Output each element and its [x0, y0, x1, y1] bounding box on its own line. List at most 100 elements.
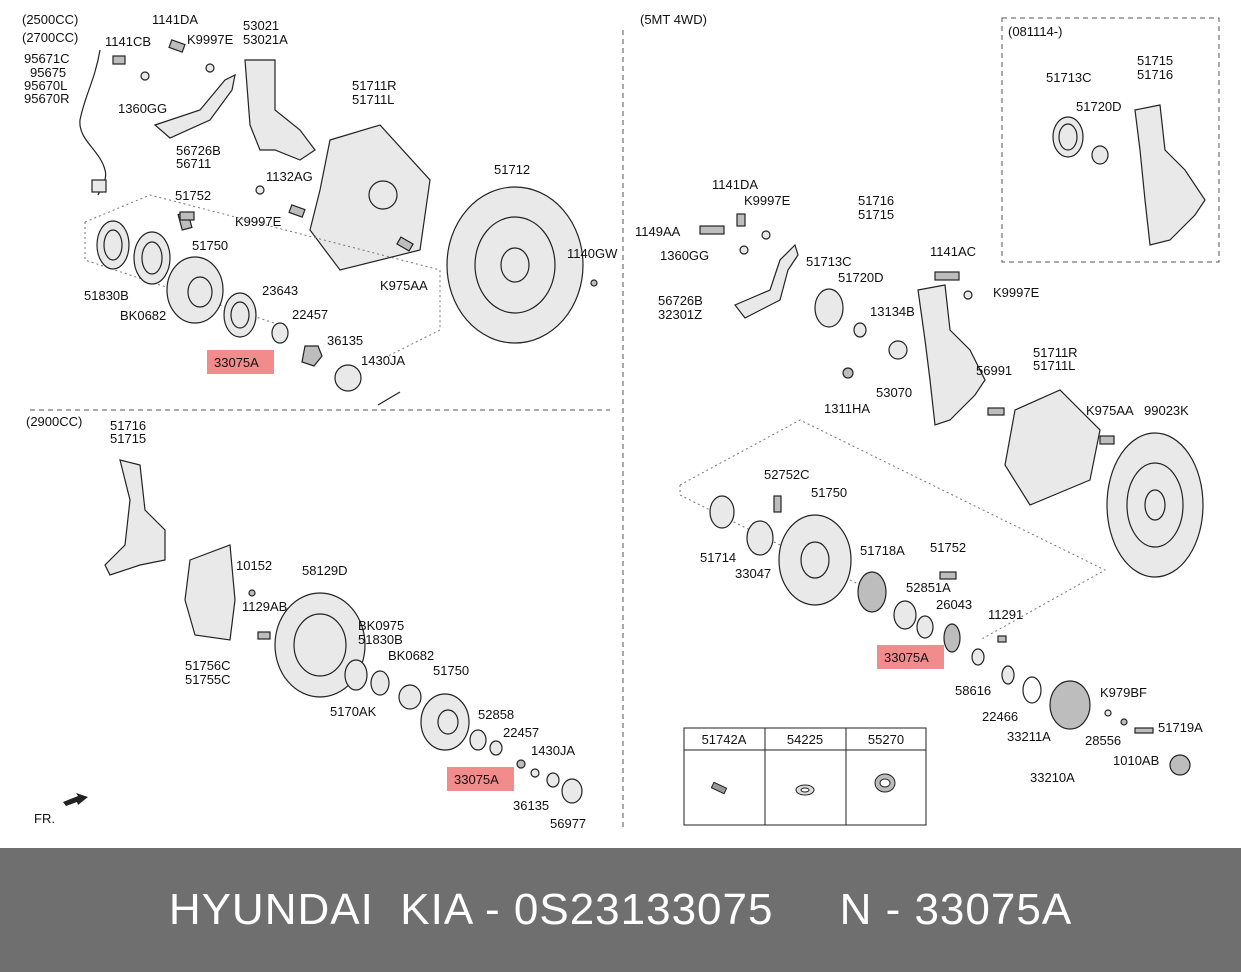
washer [761, 230, 771, 240]
part-label: 53070 [876, 385, 912, 400]
table-header: 54225 [787, 732, 823, 747]
section-label-5mt-4wd: (5MT 4WD) [640, 12, 707, 27]
highlighted-part-label: 33075A [454, 772, 499, 787]
wheel-hub-center [800, 541, 830, 579]
front-direction-indicator: FR. [34, 793, 88, 826]
brake-disc-hub [293, 613, 347, 677]
bolt [939, 571, 957, 580]
section-label-2500cc: (2500CC) [22, 12, 78, 27]
cotter-pin [377, 391, 401, 406]
screw [248, 589, 256, 597]
lock-cap [334, 364, 362, 392]
part-label: 51711L [352, 92, 394, 107]
part-label: 22457 [503, 725, 539, 740]
bottom-left-labels: 51716 51715 10152 58129D 1129AB BK0975 5… [110, 418, 586, 831]
oil-seal [96, 220, 130, 270]
part-label: 51750 [192, 238, 228, 253]
highlighted-part-label: 33075A [214, 355, 259, 370]
part-label: 51716 [110, 418, 146, 433]
nut [301, 345, 323, 367]
part-label: K9997E [993, 285, 1040, 300]
footer-part-number: HYUNDAI KIA - 0S23133075 N - 33075A [168, 885, 1073, 934]
part-label: 28556 [1085, 733, 1121, 748]
bolt [396, 236, 414, 252]
bearing-inner [141, 241, 163, 275]
part-label: 56977 [550, 816, 586, 831]
bearing [133, 231, 171, 285]
part-label: 58129D [302, 563, 348, 578]
wheel-hub-center [187, 276, 213, 308]
bolt [1099, 435, 1115, 445]
bushing [853, 322, 867, 338]
bolt [736, 213, 746, 227]
part-label: 51752 [175, 188, 211, 203]
brake-disc [274, 592, 366, 698]
bearing [398, 684, 422, 710]
part-label: 1141AC [930, 244, 976, 259]
part-label: 51720D [838, 270, 884, 285]
brake-disc [1106, 432, 1204, 578]
parts-diagram: (2500CC) (2700CC) (2900CC) (5MT 4WD) (08… [22, 12, 1220, 831]
part-label: 51713C [1046, 70, 1092, 85]
part-label: 11291 [988, 607, 1023, 622]
lock-washer [916, 615, 934, 639]
part-label: 1311HA [824, 401, 870, 416]
steering-arm [153, 73, 236, 139]
part-label: BK0682 [388, 648, 434, 663]
part-label: K975AA [380, 278, 428, 293]
cotter [546, 772, 560, 788]
grease-cap [561, 778, 583, 804]
part-label: 56711 [176, 156, 211, 171]
part-label: 51716 [858, 193, 894, 208]
part-label: 1360GG [118, 101, 167, 116]
part-label: 51718A [860, 543, 905, 558]
part-label: 1360GG [660, 248, 709, 263]
part-label: 51715 [1137, 53, 1173, 68]
part-label: 33047 [735, 566, 771, 581]
part-label: 33210A [1030, 770, 1075, 785]
washer [255, 185, 265, 195]
lock-nut [943, 623, 961, 653]
dust-cover [309, 124, 431, 271]
top-left-assembly [79, 39, 598, 406]
screw [997, 635, 1007, 643]
exploded-view-drawing: (2500CC) (2700CC) (2900CC) (5MT 4WD) (08… [22, 12, 1220, 831]
inset-assembly: 51713C 51720D 51715 51716 [1046, 53, 1206, 246]
steering-knuckle [1134, 104, 1206, 246]
part-label: 52858 [478, 707, 514, 722]
section-label-2700cc: (2700CC) [22, 30, 78, 45]
part-label: K979BF [1100, 685, 1147, 700]
oil-seal [814, 288, 844, 328]
part-label: 1430JA [361, 353, 405, 368]
bolt-icon [710, 781, 728, 795]
oil-seal [344, 659, 368, 691]
snap-ring [971, 648, 985, 666]
stud [987, 407, 1005, 416]
bearing-33075a [469, 729, 487, 751]
part-label: 1140GW [567, 246, 618, 261]
right-assembly [679, 213, 1204, 776]
steering-knuckle [244, 59, 316, 161]
locking-hub [1049, 680, 1091, 730]
part-label: 51715 [110, 431, 146, 446]
oil-seal [1052, 116, 1084, 158]
part-label: 51750 [433, 663, 469, 678]
part-label: 51720D [1076, 99, 1122, 114]
washer [963, 290, 973, 300]
bearing-33075a [893, 600, 917, 630]
oil-seal-inner [1058, 123, 1078, 151]
fr-arrow-icon [63, 793, 88, 806]
highlighted-part-label: 33075A [884, 650, 929, 665]
part-label: 51714 [700, 550, 736, 565]
bolt [168, 39, 186, 53]
part-label: 51719A [1158, 720, 1203, 735]
part-label: 1132AG [266, 169, 313, 184]
part-label: 36135 [513, 798, 549, 813]
inset-frame [1001, 17, 1220, 263]
bolt [257, 631, 271, 640]
brake-disc-hub [474, 216, 556, 314]
seal-icon [874, 773, 896, 793]
bolt [699, 225, 725, 235]
part-label: 52851A [906, 580, 951, 595]
bearing-33075a-inner [230, 301, 250, 329]
